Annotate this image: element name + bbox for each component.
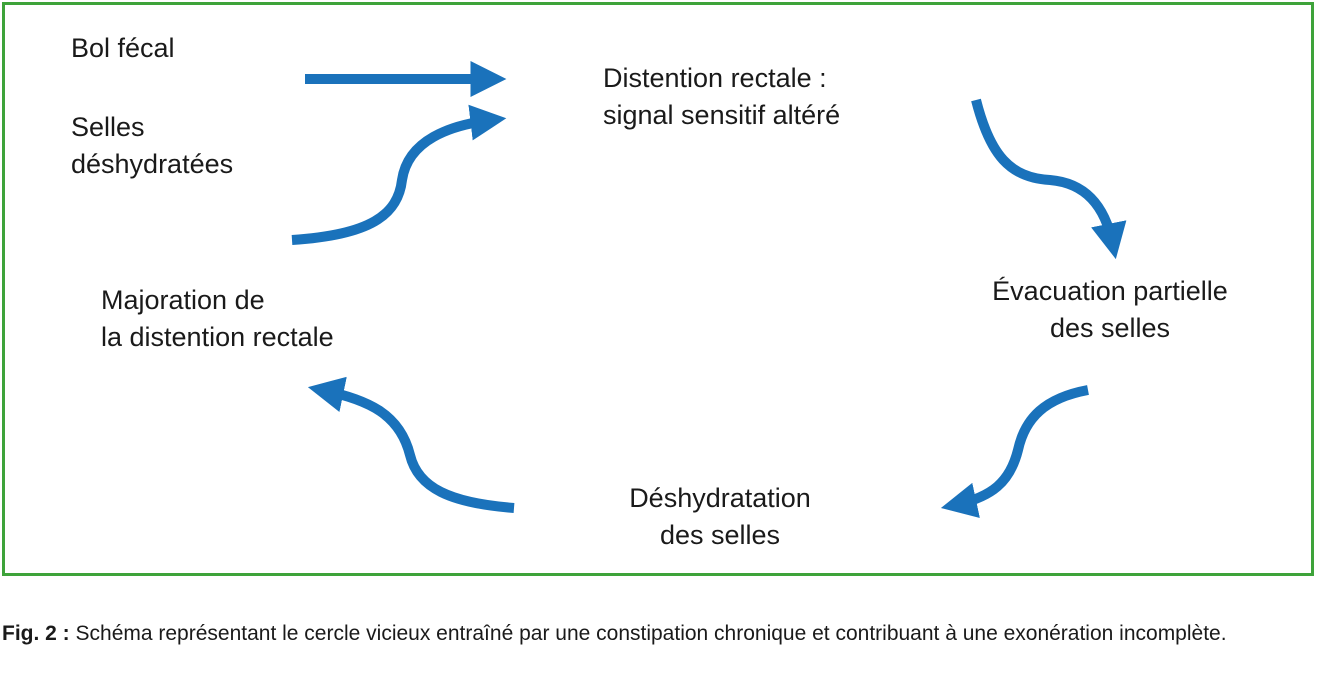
node-distention-rectale-line2: signal sensitif altéré bbox=[603, 100, 841, 130]
node-majoration: Majoration de la distention rectale bbox=[101, 282, 334, 356]
node-distention-rectale-line1: Distention rectale : bbox=[603, 63, 827, 93]
arrow-deshydratation-to-majoration bbox=[307, 376, 515, 513]
node-deshydratation-line1: Déshydratation bbox=[629, 483, 811, 513]
node-bol-fecal-label: Bol fécal bbox=[71, 33, 175, 63]
node-selles-deshydratees-line1: Selles bbox=[71, 112, 145, 142]
node-deshydratation: Déshydratation des selles bbox=[590, 480, 850, 554]
node-evacuation-partielle-line2: des selles bbox=[1049, 313, 1171, 343]
node-bol-fecal: Bol fécal bbox=[71, 30, 175, 67]
arrow-selles-to-distention bbox=[291, 104, 507, 245]
node-selles-deshydratees-line2: déshydratées bbox=[71, 149, 234, 179]
node-majoration-line2: la distention rectale bbox=[101, 322, 334, 352]
caption-label: Fig. 2 : bbox=[2, 622, 70, 645]
node-selles-deshydratees: Selles déshydratées bbox=[71, 109, 233, 183]
arrow-evacuation-to-deshydratation bbox=[940, 385, 1089, 519]
node-evacuation-partielle-line1: Évacuation partielle bbox=[992, 276, 1228, 306]
figure-caption: Fig. 2 : Schéma représentant le cercle v… bbox=[2, 620, 1318, 648]
node-deshydratation-line2: des selles bbox=[659, 520, 781, 550]
arrow-distention-to-evacuation bbox=[971, 98, 1127, 260]
caption-text: Schéma représentant le cercle vicieux en… bbox=[75, 622, 1227, 645]
node-majoration-line1: Majoration de bbox=[101, 285, 265, 315]
diagram-frame bbox=[2, 2, 1314, 576]
node-distention-rectale: Distention rectale : signal sensitif alt… bbox=[603, 60, 840, 134]
node-evacuation-partielle: Évacuation partielle des selles bbox=[960, 273, 1260, 347]
